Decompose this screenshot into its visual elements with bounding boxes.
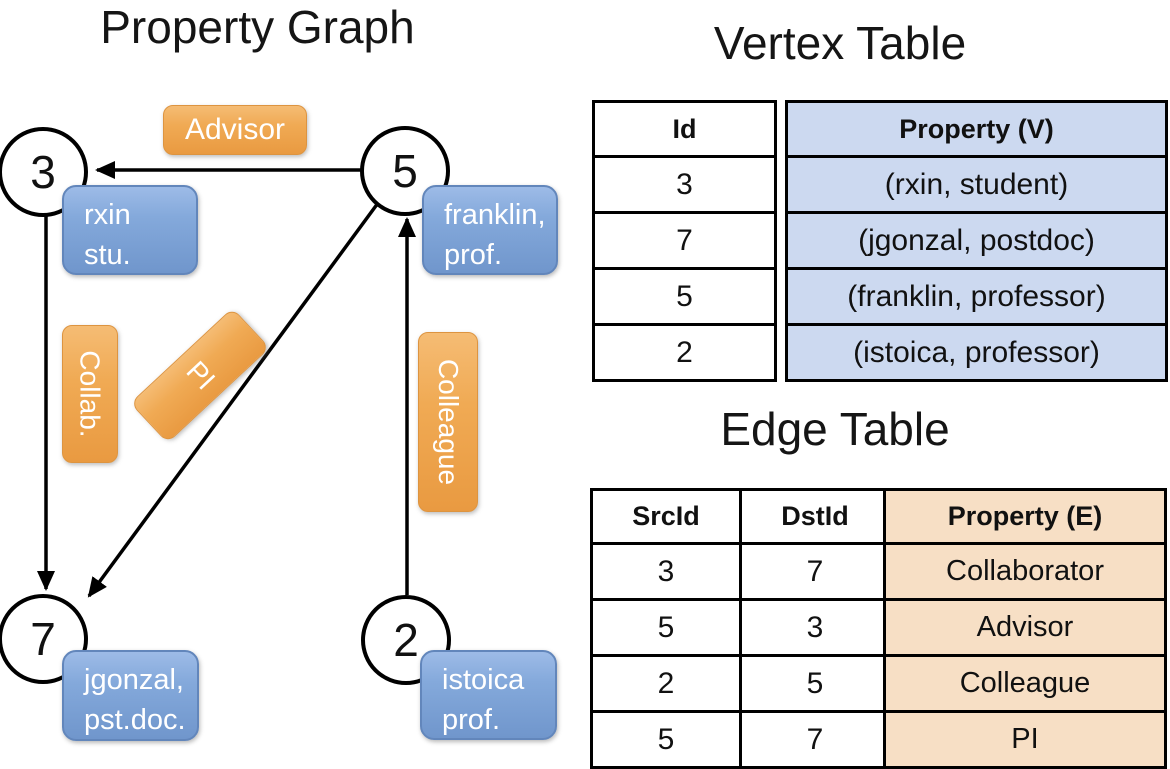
edge-src-cell: 5 — [590, 598, 742, 657]
table-row: (rxin, student) — [785, 155, 1168, 214]
vertex-property-cell: (istoica, professor) — [785, 323, 1168, 382]
vertex-property-cell: (jgonzal, postdoc) — [785, 211, 1168, 270]
vertex-property-cell: (franklin, professor) — [785, 267, 1168, 326]
table-row: (istoica, professor) — [785, 323, 1168, 382]
edge-property-cell: Advisor — [883, 598, 1167, 657]
edge-dst-cell: 7 — [739, 542, 891, 601]
vertex-property-cell: (rxin, student) — [785, 155, 1168, 214]
vertex-id-cell: 5 — [592, 267, 777, 326]
edge-property-cell: Collaborator — [883, 542, 1167, 601]
vertex-property-line2: prof. — [442, 704, 501, 736]
table-row: 5 7 — [590, 710, 891, 769]
vertex-property-line2: stu. — [84, 239, 131, 271]
edge-table-header-property: Property (E) — [883, 488, 1167, 545]
edge-line-pi-5-7 — [87, 201, 380, 598]
table-row: 3 — [592, 155, 777, 214]
node-id-label: 2 — [393, 614, 419, 666]
table-row: Advisor — [883, 598, 1167, 657]
edge-dst-cell: 3 — [739, 598, 891, 657]
table-row: (jgonzal, postdoc) — [785, 211, 1168, 270]
edge-src-cell: 3 — [590, 542, 742, 601]
table-row: 5 3 — [590, 598, 891, 657]
table-row: Collaborator — [883, 542, 1167, 601]
property-graph-title: Property Graph — [100, 1, 415, 53]
edge-dst-cell: 7 — [739, 710, 891, 769]
vertex-table-header-property: Property (V) — [785, 100, 1168, 158]
edge-table-id-columns: SrcId DstId 3 7 5 3 2 5 5 7 — [590, 488, 891, 769]
edge-label-advisor: Advisor — [163, 105, 307, 155]
vertex-table-id-column: Id 3 7 5 2 — [592, 100, 777, 382]
node-id-label: 5 — [392, 145, 418, 197]
vertex-property-box-jgonzal: jgonzal, pst.doc. — [62, 650, 199, 741]
vertex-property-line1: franklin, — [444, 199, 546, 231]
node-circle-2: 2 — [361, 595, 451, 685]
table-row: 2 5 — [590, 654, 891, 713]
vertex-property-line1: istoica — [442, 664, 525, 696]
edge-table-title: Edge Table — [720, 403, 950, 455]
vertex-table-property-column: Property (V) (rxin, student) (jgonzal, p… — [785, 100, 1168, 382]
vertex-property-line2: prof. — [444, 239, 503, 271]
edge-label-text: Advisor — [184, 113, 286, 146]
vertex-property-line1: jgonzal, — [84, 664, 184, 696]
edge-table-property-column: Property (E) Collaborator Advisor Collea… — [883, 488, 1167, 769]
vertex-property-box-istoica: istoica prof. — [420, 650, 557, 740]
edge-dst-cell: 5 — [739, 654, 891, 713]
edge-label-text: Colleague — [433, 358, 465, 486]
vertex-id-cell: 3 — [592, 155, 777, 214]
graph-edges-svg — [37, 161, 416, 598]
table-row: Colleague — [883, 654, 1167, 713]
table-row: PI — [883, 710, 1167, 769]
edge-property-cell: PI — [883, 710, 1167, 769]
table-row: 7 — [592, 211, 777, 270]
edge-table-header-srcid: SrcId — [590, 488, 742, 545]
vertex-id-cell: 7 — [592, 211, 777, 270]
table-row: 2 — [592, 323, 777, 382]
vertex-property-line2: pst.doc. — [84, 704, 186, 736]
table-row: 3 7 — [590, 542, 891, 601]
node-id-label: 7 — [30, 613, 56, 665]
edge-src-cell: 5 — [590, 710, 742, 769]
node-circle-5: 5 — [360, 126, 450, 216]
vertex-table-header-id: Id — [592, 100, 777, 158]
vertex-table-title: Vertex Table — [713, 17, 967, 69]
edge-table-header-dstid: DstId — [739, 488, 891, 545]
vertex-property-box-rxin: rxin stu. — [62, 185, 198, 275]
edge-property-cell: Colleague — [883, 654, 1167, 713]
edge-label-text: Collab. — [75, 350, 107, 438]
table-row: 5 — [592, 267, 777, 326]
edge-label-colleague: Colleague — [418, 332, 478, 512]
vertex-id-cell: 2 — [592, 323, 777, 382]
node-id-label: 3 — [30, 146, 56, 198]
table-row: (franklin, professor) — [785, 267, 1168, 326]
vertex-property-line1: rxin — [84, 199, 131, 231]
edge-src-cell: 2 — [590, 654, 742, 713]
edge-label-text: PI — [180, 354, 221, 396]
edge-label-collab: Collab. — [62, 325, 118, 463]
vertex-property-box-franklin: franklin, prof. — [422, 185, 558, 275]
